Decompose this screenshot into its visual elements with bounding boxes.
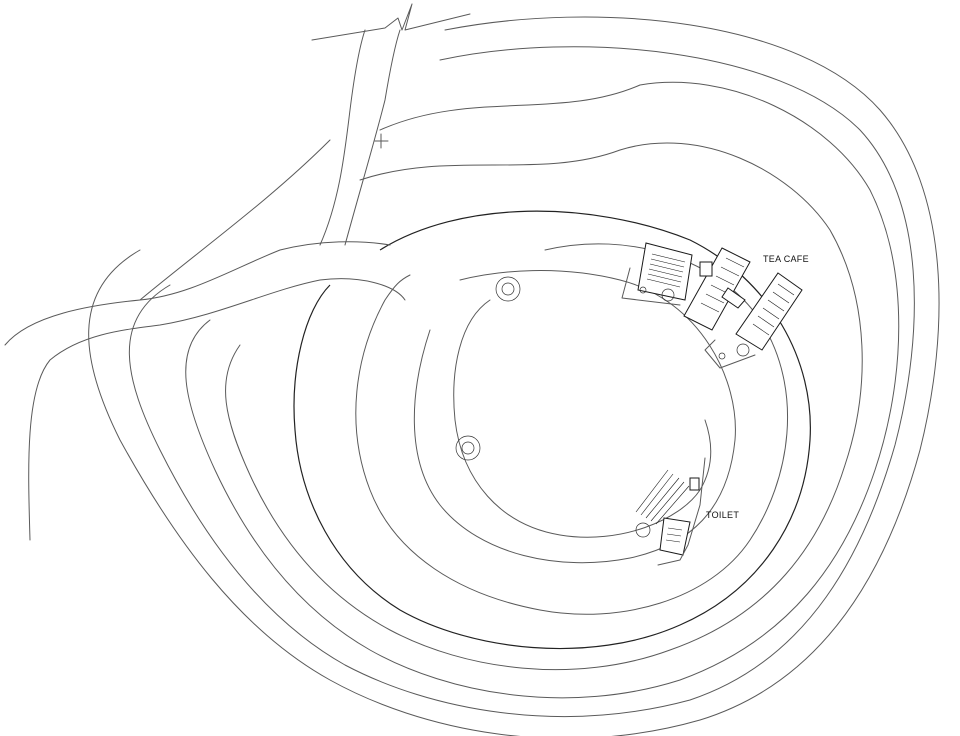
cafe-stair	[699, 261, 713, 277]
road-north-edge	[4, 241, 391, 346]
cafe-deck-outline-east	[704, 339, 756, 369]
cafe-deck-outline-west	[621, 267, 681, 306]
toilet-small-box	[689, 477, 700, 491]
toilet-roof-lines	[635, 469, 690, 525]
toilet-building	[635, 457, 706, 566]
cafe-pavilion-east	[735, 272, 803, 351]
cafe-pavilion-east-roof-hatch	[752, 283, 795, 336]
tree-west	[455, 435, 481, 461]
access-road	[4, 3, 471, 541]
toilet-fixtures	[665, 527, 683, 543]
tree-north-inner	[501, 282, 515, 296]
tree-west-inner	[461, 441, 475, 455]
contour-ring-1	[88, 16, 940, 736]
toilet-label: TOILET	[706, 510, 740, 520]
cafe-table-1	[639, 286, 647, 294]
road-break-line	[311, 3, 471, 41]
toilet-site-edge	[657, 457, 706, 566]
tree-north	[495, 276, 521, 302]
road-branch-north-a	[319, 29, 366, 246]
road-south-edge	[28, 278, 406, 541]
survey-cross	[374, 133, 389, 149]
cafe-tree-1	[661, 288, 675, 302]
cafe-connector-walkway	[721, 287, 746, 309]
cafe-pavilion-middle-roof-hatch	[700, 257, 745, 313]
tea-cafe-label: TEA CAFE	[763, 254, 809, 264]
contour-lines	[88, 16, 940, 736]
cafe-pavilion-middle	[683, 247, 751, 331]
road-fork-west	[139, 139, 331, 301]
inner-terrace-ring	[413, 270, 736, 564]
terrace-inner-edge	[453, 299, 712, 538]
cafe-pavilion-west-roof-hatch	[646, 253, 686, 288]
contour-ring-3	[185, 81, 900, 699]
terrace-trees	[455, 276, 521, 461]
cafe-table-2	[718, 352, 726, 360]
road-branch-north-b	[344, 29, 401, 246]
toilet-tree	[635, 522, 651, 538]
terrace-outer-edge	[413, 270, 736, 564]
contour-ring-5	[293, 210, 811, 650]
cafe-pavilion-west	[637, 242, 693, 301]
contour-ring-4	[225, 142, 863, 671]
contour-ring-2	[128, 46, 915, 717]
cafe-tree-2	[736, 343, 750, 357]
tea-cafe-buildings	[621, 242, 803, 369]
